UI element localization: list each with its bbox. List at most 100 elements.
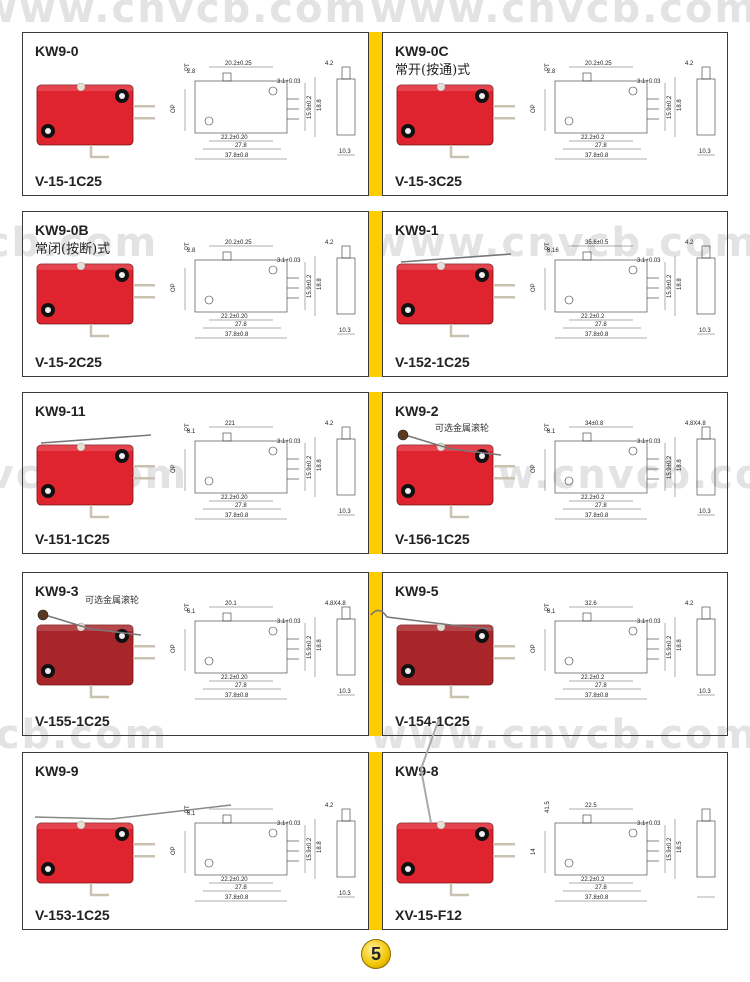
drawing-hole [564,295,574,305]
dim-span: 35.6±0.5 [585,240,609,246]
switch-photo [370,609,515,699]
model-label: KW9-8 [395,763,439,779]
dim-total: 18.8 [317,459,323,471]
roller-wheel [37,609,49,621]
terminal [89,145,109,159]
side-view [336,257,356,315]
side-plunger [341,426,351,440]
dim-pt: PT [185,63,191,71]
dim-span: 32.6 [585,601,597,607]
dim-width: 37.8±0.8 [225,332,249,338]
side-plunger [701,808,711,822]
drawing-outline [554,259,648,313]
dimension-drawing: 37.8±0.827.822.2±0.2020.2±0.252.815.9±0.… [171,61,356,160]
drawing-hole [268,86,278,96]
watermark: www.cnvcb.com [370,220,750,266]
mount-hole-center [405,307,411,313]
dim-body-width: 10.3 [699,689,711,695]
mount-hole-center [119,831,125,837]
switch-photo [36,609,155,699]
dim-dia: 8.16 [547,248,559,254]
model-label: KW9-0B [35,222,89,238]
drawing-hole [628,265,638,275]
switch-photo [36,82,155,159]
drawing-hole [564,858,574,868]
drawing-plunger [222,612,232,622]
dim-body-width: 10.3 [339,689,351,695]
drawing-outline [554,620,648,674]
dim-pt: PT [545,603,551,611]
dim-body-width: 10.3 [699,509,711,515]
dim-span: 20.2±0.25 [585,61,612,67]
dim-dia: 2.8 [547,69,556,75]
drawing-hole [268,265,278,275]
drawing-plunger [222,251,232,261]
dim-hole: 22.2±0.20 [221,314,248,320]
dim-width: 37.8±0.8 [585,153,609,159]
dim-inner: 27.8 [595,143,607,149]
part-number: V-15-2C25 [35,354,102,370]
terminal [449,145,469,159]
drawing-hole [628,626,638,636]
terminal [493,855,515,858]
mount-hole-center [405,488,411,494]
drawing-plunger [582,814,592,824]
dim-dia: 2.8 [187,69,196,75]
drawing-plunger [582,72,592,82]
dim-op: OP [171,644,177,653]
dim-op: OP [171,104,177,113]
dim-width: 37.8±0.8 [585,895,609,901]
terminal [493,117,515,120]
drawing-plunger [222,72,232,82]
terminal [133,657,155,660]
model-label: KW9-0C [395,43,449,59]
dim-term-width: 4.2 [685,240,694,246]
dim-op: OP [171,464,177,473]
roller-wheel [397,429,409,441]
dim-hole: 22.2±0.20 [221,495,248,501]
dim-op: OP [171,283,177,292]
dim-height: 15.9±0.2 [667,274,673,298]
drawing-outline [194,259,288,313]
side-view [696,257,716,315]
model-label: KW9-3 [35,583,79,599]
drawing-hole [204,295,214,305]
dim-width: 37.8±0.8 [585,332,609,338]
dim-inner: 27.8 [595,683,607,689]
mount-hole-center [45,307,51,313]
dim-inner: 27.8 [235,143,247,149]
model-label: KW9-0 [35,43,79,59]
dim-hole: 22.2±0.2 [581,495,605,501]
dim-inner: 27.8 [235,683,247,689]
terminal [133,296,155,299]
dim-width: 37.8±0.8 [585,693,609,699]
mount-hole-center [479,453,485,459]
dim-pt: PT [185,805,191,813]
drawing-outline [194,620,288,674]
dim-op: 14 [531,848,537,855]
terminal [493,843,515,846]
switch-body [396,263,494,325]
drawing-hole [628,86,638,96]
plunger [76,820,86,830]
dim-dia: 8.1 [187,429,196,435]
model-label: KW9-5 [395,583,439,599]
terminal [133,465,155,468]
mount-hole-center [119,633,125,639]
dimension-drawing: 37.8±0.827.822.2±0.2020.2±0.252.815.9±0.… [171,240,356,339]
dim-pt: PT [545,423,551,431]
switch-photo [34,804,232,897]
drawing-outline [194,80,288,134]
actuator-lever [370,609,492,630]
part-number: V-156-1C25 [395,531,470,547]
dim-span: 221 [225,421,236,427]
drawing-plunger [582,432,592,442]
terminal [133,284,155,287]
mount-hole-center [405,668,411,674]
dim-dia: 8.1 [187,811,196,817]
